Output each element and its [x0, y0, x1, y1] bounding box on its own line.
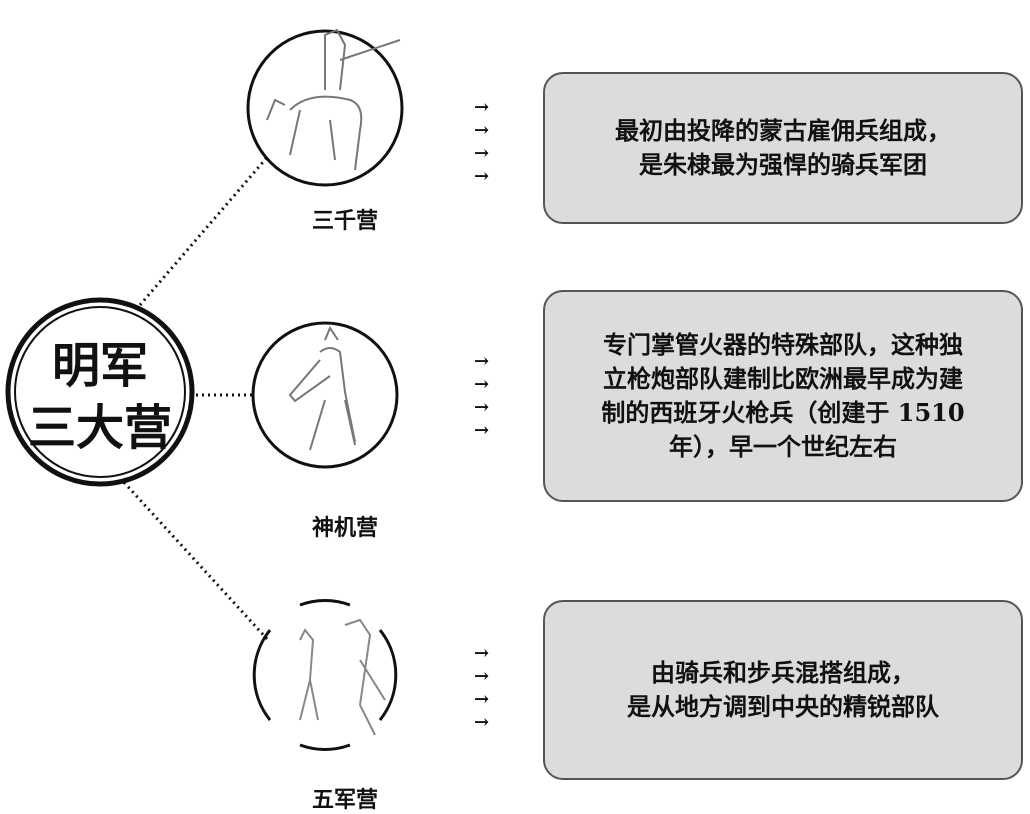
camp-label-sanqianying: 三千营: [311, 208, 378, 234]
arrow-icon: →: [474, 643, 490, 664]
description-box-sanqianying: 最初由投降的蒙古雇佣兵组成， 是朱棣最为强悍的骑兵军团: [543, 72, 1023, 224]
arrow-icon: →: [474, 689, 490, 710]
central-title-line2: 三大营: [27, 400, 172, 456]
arrow-icon: →: [474, 420, 490, 441]
arrow-icon: →: [474, 666, 490, 687]
description-line: 立枪炮部队建制比欧洲最早成为建: [603, 364, 963, 393]
arrow-icon: →: [474, 120, 490, 141]
arrow-icon: →: [474, 397, 490, 418]
description-line: 最初由投降的蒙古雇佣兵组成，: [615, 116, 951, 145]
arrow-group-1: → → → →: [474, 96, 489, 188]
description-box-shenjiying: 专门掌管火器的特殊部队，这种独 立枪炮部队建制比欧洲最早成为建 制的西班牙火枪兵…: [543, 290, 1023, 502]
arrow-icon: →: [474, 166, 490, 187]
camp-label-wujunying: 五军营: [311, 787, 378, 813]
arrow-icon: →: [474, 351, 490, 372]
arrow-group-2: → → → →: [474, 350, 489, 442]
arrow-icon: →: [474, 143, 490, 164]
description-line: 由骑兵和步兵混搭组成，: [651, 658, 915, 687]
connector-top: [138, 139, 284, 306]
central-circle: [5, 297, 195, 487]
description-box-wujunying: 由骑兵和步兵混搭组成， 是从地方调到中央的精锐部队: [543, 600, 1023, 780]
description-line: 专门掌管火器的特殊部队，这种独: [603, 330, 963, 359]
description-line: 是从地方调到中央的精锐部队: [627, 692, 939, 721]
arrow-group-3: → → → →: [474, 642, 489, 734]
arrow-icon: →: [474, 712, 490, 733]
description-line: 制的西班牙火枪兵（创建于 1510: [601, 398, 965, 427]
arrow-icon: →: [474, 97, 490, 118]
mixed-troops-illustration: [252, 599, 398, 751]
connector-bottom: [118, 476, 270, 642]
description-line: 年），早一个世纪左右: [669, 432, 897, 461]
firearm-soldier-illustration: [251, 321, 399, 469]
central-title: 明军 三大营: [10, 335, 190, 459]
description-line: 是朱棣最为强悍的骑兵军团: [639, 150, 927, 179]
camp-label-shenjiying: 神机营: [311, 515, 378, 541]
cavalry-illustration: [246, 28, 404, 187]
central-title-line1: 明军: [51, 338, 148, 394]
arrow-icon: →: [474, 374, 490, 395]
